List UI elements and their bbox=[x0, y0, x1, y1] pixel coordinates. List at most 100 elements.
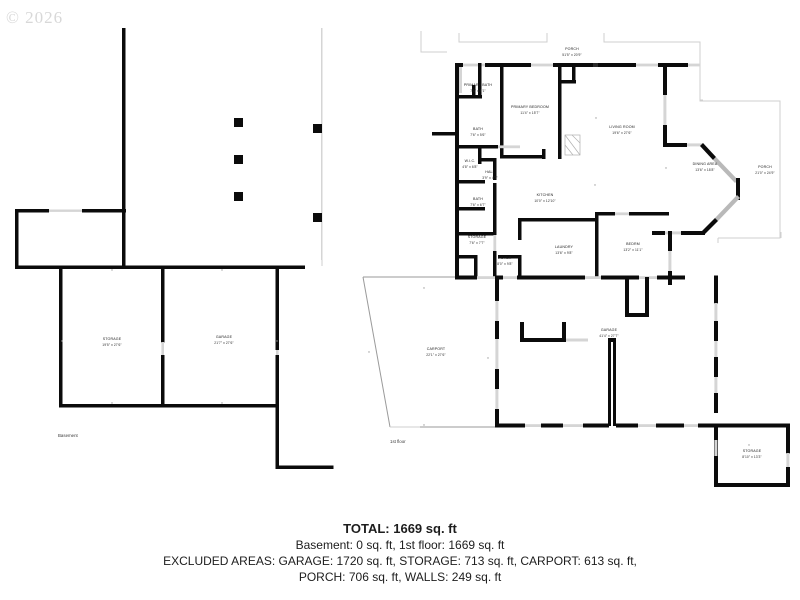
window-bottom-1 bbox=[503, 276, 517, 279]
garage-wall-right-2 bbox=[714, 321, 718, 341]
garage-wall-right-upper bbox=[714, 275, 718, 304]
garage-inner-wall-bottom bbox=[625, 313, 649, 317]
room-dim-foyer: 8'0" x 9'8" bbox=[497, 262, 513, 266]
plan-tick bbox=[423, 287, 425, 289]
room-dim-bath-2: 7'6" x 6'7" bbox=[470, 203, 486, 207]
exterior-wall-top bbox=[598, 63, 636, 67]
basement-wall-right-pier bbox=[275, 340, 279, 350]
room-dim-kitchen: 10'0" x 12'10" bbox=[534, 199, 556, 203]
room-label-kitchen: KITCHEN bbox=[537, 193, 554, 197]
window-right-1 bbox=[663, 95, 667, 125]
door-right bbox=[668, 251, 672, 271]
plan-tick bbox=[665, 167, 667, 169]
interior-wall-wic-bottom bbox=[455, 180, 485, 184]
garage-window-right-1 bbox=[714, 303, 718, 321]
basement-tick bbox=[61, 340, 63, 342]
garage-door-rail-2 bbox=[613, 338, 616, 400]
interior-wall-bath-bottom bbox=[455, 145, 498, 149]
interior-wall-storage-right bbox=[493, 251, 497, 277]
garage-door-bottom-4 bbox=[684, 424, 698, 427]
first-floor-caption: 1st floor bbox=[390, 439, 406, 444]
room-label-porch-right: PORCH bbox=[758, 165, 772, 169]
garage-wall-left-upper bbox=[495, 277, 499, 301]
basement-wall-left-opening bbox=[49, 209, 82, 212]
garage-wall-bottom-3 bbox=[583, 423, 609, 428]
basement-column bbox=[234, 155, 243, 164]
excluded-areas-text-line1: EXCLUDED AREAS: GARAGE: 1720 sq. ft, STO… bbox=[163, 554, 637, 568]
interior-wall-laundry-right bbox=[595, 212, 599, 277]
interior-wall-laundry-left bbox=[518, 255, 522, 277]
exterior-wall-left-6 bbox=[455, 259, 459, 277]
interior-wall-bedroom-closet bbox=[558, 80, 576, 84]
garage-inner-wall-right bbox=[645, 277, 649, 317]
room-dim-dining-area: 13'6" x 18'8" bbox=[695, 168, 715, 172]
door-storage bbox=[493, 235, 497, 251]
room-dim-wic: 4'8" x 6'8" bbox=[462, 165, 478, 169]
garage-door-bottom-3 bbox=[638, 424, 656, 427]
garage-window-right-3 bbox=[714, 377, 718, 393]
area-summary: TOTAL: 1669 sq. ft Basement: 0 sq. ft, 1… bbox=[0, 520, 800, 600]
garage-wall-bottom-5 bbox=[656, 423, 684, 428]
room-dim-laundry: 13'6" x 9'8" bbox=[555, 251, 573, 255]
garage-wall-right-3 bbox=[714, 357, 718, 377]
basement-wall-top bbox=[15, 265, 305, 269]
interior-wall-hall-top bbox=[478, 158, 496, 162]
basement-wall-bottom bbox=[59, 404, 279, 408]
interior-wall-kitchen-left bbox=[518, 218, 522, 240]
plan-tick bbox=[595, 117, 597, 119]
porch-outline-top-right bbox=[603, 33, 701, 90]
garage-door-bottom-1 bbox=[525, 424, 541, 427]
exterior-wall-bottom-4 bbox=[601, 275, 639, 280]
garage-wall-bottom-6 bbox=[698, 423, 718, 428]
basement-floor-caption: Basement bbox=[58, 433, 79, 438]
door-bedrm bbox=[615, 212, 629, 216]
basement-wall-right-lower bbox=[275, 355, 279, 407]
interior-wall-right bbox=[668, 231, 672, 251]
garage-opening-left-2 bbox=[495, 389, 499, 409]
exterior-wall-right-jog bbox=[663, 143, 687, 147]
room-label-wic: W.I.C. bbox=[465, 159, 476, 163]
basement-tick bbox=[221, 402, 223, 404]
exterior-wall-left-upper bbox=[455, 63, 459, 97]
room-dim-porch-right: 21'0" x 24'9" bbox=[755, 171, 775, 175]
exterior-wall-left bbox=[455, 97, 459, 125]
room-dim-primary-bath: 7'5" x 9'1" bbox=[470, 89, 486, 93]
interior-wall-wic-right bbox=[478, 148, 482, 164]
plan-tick bbox=[368, 351, 370, 353]
window-bottom-2 bbox=[585, 276, 601, 279]
plan-tick bbox=[748, 444, 750, 446]
basement-wall-left-stub bbox=[15, 209, 49, 213]
garage-door-bottom-2 bbox=[563, 424, 583, 427]
copyright-watermark: © 2026 bbox=[6, 8, 64, 27]
floor-breakdown-text: Basement: 0 sq. ft, 1st floor: 1669 sq. … bbox=[295, 538, 505, 552]
room-label-primary-bedroom: PRIMARY BEDROOM bbox=[511, 105, 549, 109]
basement-column bbox=[313, 213, 322, 222]
exterior-wall-bottom-3 bbox=[517, 275, 585, 280]
basement-wall-divider-upper bbox=[161, 265, 165, 343]
interior-wall-bedroom-bottom-v bbox=[500, 142, 504, 158]
room-dim-storage-det: 8'10" x 13'3" bbox=[742, 455, 762, 459]
garage-door-rail-1b bbox=[608, 400, 611, 426]
basement-tick bbox=[111, 402, 113, 404]
interior-wall-primary-bath-right bbox=[478, 63, 482, 95]
basement-column bbox=[234, 118, 243, 127]
plan-tick bbox=[594, 184, 596, 186]
window-top-1 bbox=[463, 63, 485, 67]
interior-wall-bedroom-bottom-stub bbox=[542, 149, 546, 159]
basement-column bbox=[234, 192, 243, 201]
room-label-primary-bath: PRIMARY BATH bbox=[464, 83, 493, 87]
basement-room-dim-garage: 21'7" x 27'6" bbox=[214, 341, 234, 345]
storage-wall-top bbox=[714, 423, 790, 428]
bay-wall-angled-2b bbox=[702, 218, 718, 234]
basement-room-label-storage: STORAGE bbox=[103, 337, 122, 341]
exterior-wall-top bbox=[658, 63, 688, 67]
basement-wall-left-top bbox=[82, 209, 126, 213]
interior-wall-bedroom-bottom bbox=[500, 155, 542, 159]
garage-wall-bottom-2 bbox=[541, 423, 563, 428]
exterior-wall-bottom-5 bbox=[657, 275, 685, 280]
porch-outline-left bbox=[420, 31, 447, 53]
total-area-text: TOTAL: 1669 sq. ft bbox=[343, 521, 457, 536]
